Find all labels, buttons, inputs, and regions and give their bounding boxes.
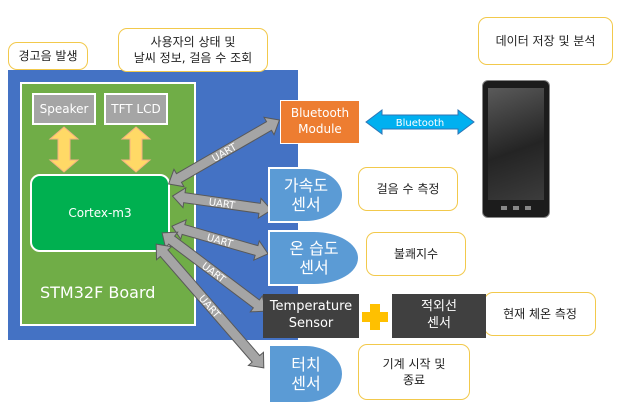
ir-line2: 센서: [427, 316, 451, 331]
uart-label: UART: [208, 197, 237, 212]
bluetooth-module-line2: Module: [298, 122, 342, 136]
callout-touch: 기계 시작 및 종료: [358, 344, 470, 400]
callout-status-line1: 사용자의 상태 및: [150, 34, 236, 49]
humid-line1: 온 습도: [289, 238, 339, 258]
speaker-box: Speaker: [32, 93, 96, 125]
bluetooth-link-label: Bluetooth: [396, 118, 445, 129]
phone-screen: [488, 88, 544, 200]
bluetooth-module-line1: Bluetooth: [290, 106, 350, 121]
temp-line1: Temperature: [269, 299, 353, 315]
accel-line1: 가속도: [283, 175, 329, 195]
callout-data: 데이터 저장 및 분석: [478, 17, 613, 65]
uart-accel-arrow: UART: [171, 186, 273, 220]
speaker-cortex-arrow: [48, 126, 80, 173]
callout-steps: 걸음 수 측정: [358, 167, 458, 211]
uart-label: UART: [205, 233, 234, 251]
callout-status-line2: 날씨 정보, 걸음 수 조회: [133, 51, 253, 65]
accel-line2: 센서: [291, 195, 321, 214]
callout-status: 사용자의 상태 및 날씨 정보, 걸음 수 조회: [118, 28, 268, 72]
lcd-cortex-arrow: [120, 126, 152, 173]
callout-touch-line1: 기계 시작 및: [382, 356, 446, 371]
infrared-sensor: 적외선 센서: [392, 294, 486, 338]
callout-touch-line2: 종료: [402, 373, 426, 387]
plus-icon: [362, 304, 388, 330]
board-label: STM32F Board: [40, 283, 156, 302]
callout-discomfort: 불쾌지수: [366, 232, 466, 276]
humidity-sensor: 온 습도 센서: [268, 230, 360, 286]
temp-line2: Sensor: [288, 316, 334, 331]
uart-bt-arrow: UART: [167, 116, 281, 188]
tft-lcd-box: TFT LCD: [104, 93, 168, 125]
accelerometer-sensor: 가속도 센서: [268, 167, 344, 223]
touch-line1: 터치: [291, 354, 321, 374]
callout-alarm: 경고음 발생: [8, 42, 88, 70]
touch-sensor: 터치 센서: [268, 344, 344, 404]
callout-bodytemp: 현재 체온 측정: [484, 292, 596, 336]
humid-line2: 센서: [299, 258, 329, 277]
phone-buttons-icon: [501, 206, 531, 210]
bluetooth-link-arrow: [365, 109, 475, 135]
bluetooth-module: Bluetooth Module: [280, 100, 360, 144]
cortex-m3-box: Cortex-m3: [30, 174, 170, 252]
touch-line2: 센서: [291, 374, 321, 393]
temperature-sensor: Temperature Sensor: [263, 294, 359, 338]
ir-line1: 적외선: [421, 299, 457, 315]
